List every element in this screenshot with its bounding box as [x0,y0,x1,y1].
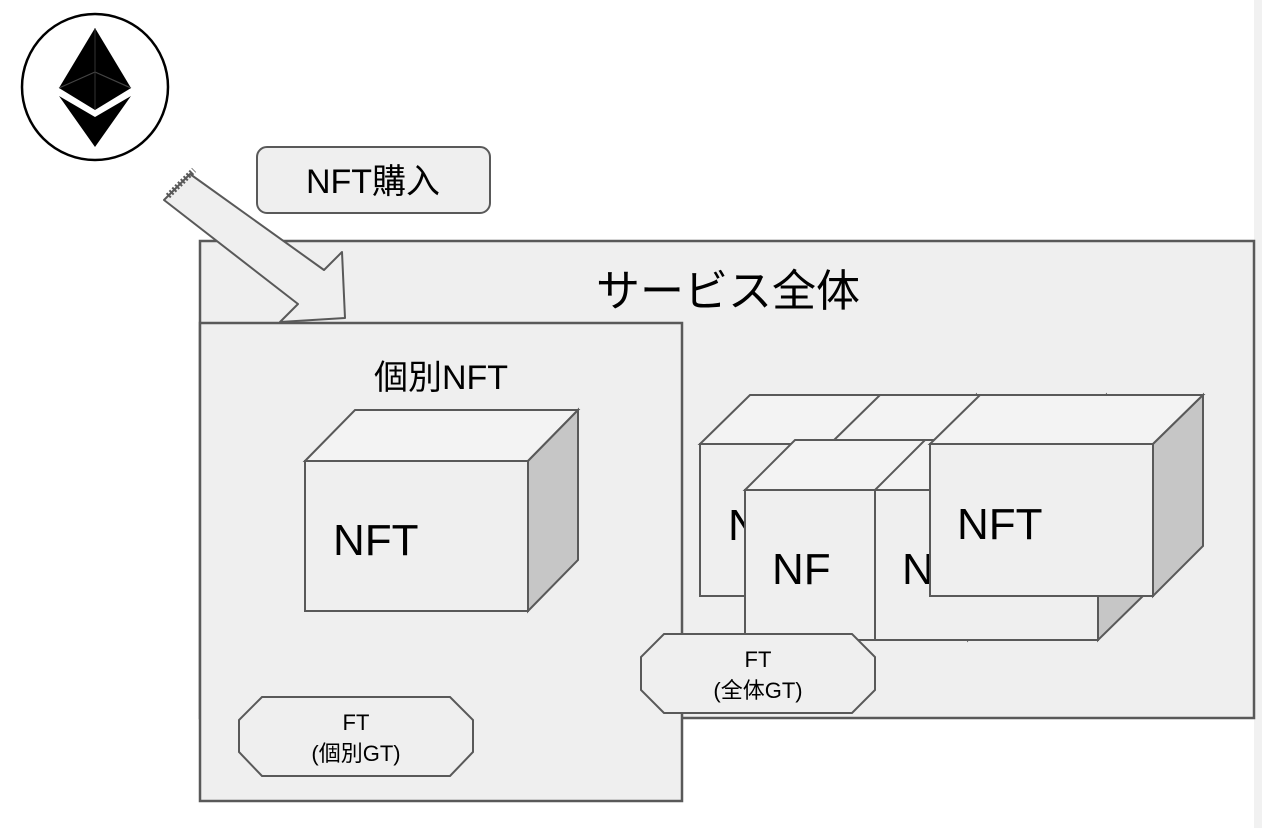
individual-token-line1: FT [343,710,370,735]
service-title: サービス全体 [596,267,860,316]
collection-token-line1: FT [745,647,772,672]
page-edge-strip [1254,0,1262,828]
purchase-label-box: NFT購入 [256,146,491,214]
ethereum-icon [20,12,170,162]
individual-nft-label: NFT [333,516,419,565]
individual-title: 個別NFT [374,359,508,397]
purchase-label: NFT購入 [306,163,440,201]
individual-token-line2: (個別GT) [311,741,400,766]
arrow-icon [163,167,346,323]
collection-cube-5: NFT [927,392,1206,599]
collection-nft-label-5: NFT [957,500,1043,549]
individual-nft-cube: NFT [302,407,581,614]
collection-nft-label-4: N [902,545,934,594]
individual-token-badge: FT (個別GT) [238,696,474,777]
collection-nft-label-2: NF [772,545,831,594]
collection-token-line2: (全体GT) [713,678,802,703]
collection-token-badge: FT (全体GT) [640,633,876,714]
